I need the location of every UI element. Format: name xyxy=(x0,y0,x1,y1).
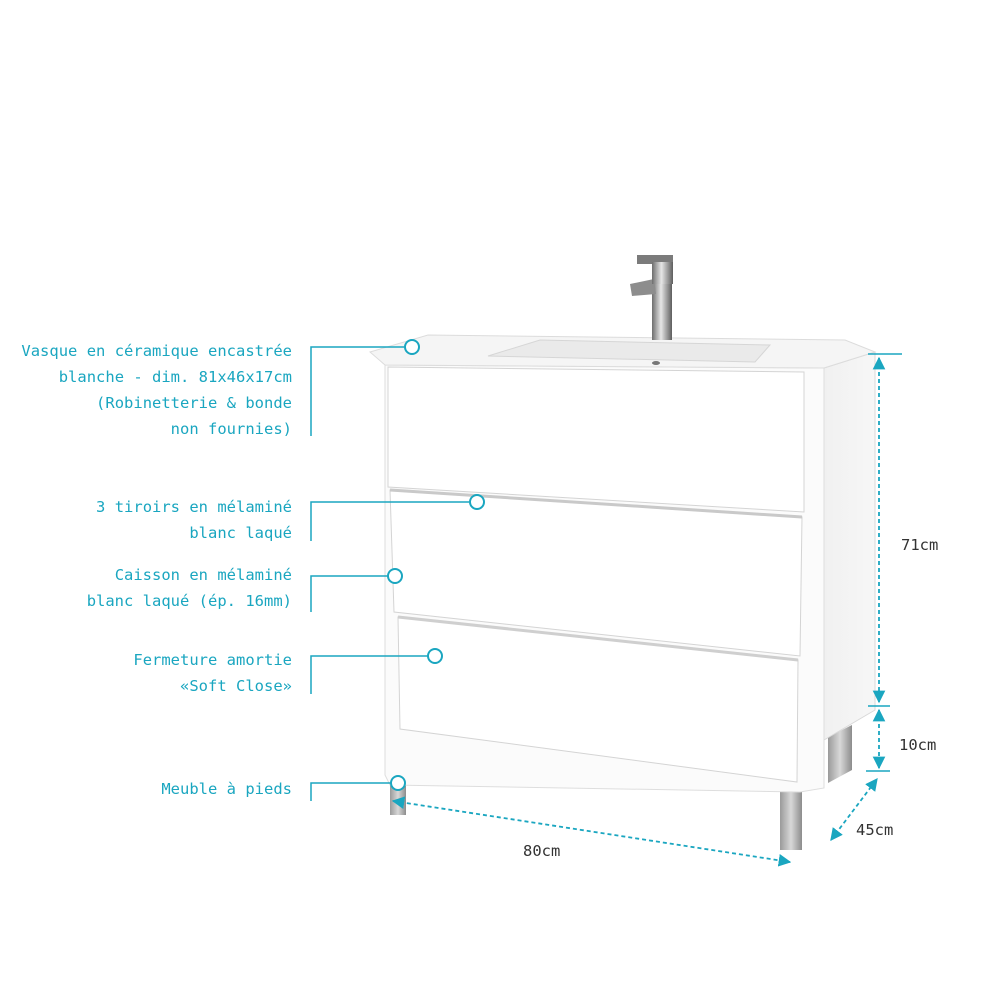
dimension-height-cabinet: 71cm xyxy=(901,536,939,554)
annotation-fermeture: Fermeture amortie «Soft Close» xyxy=(133,647,292,699)
annotation-line: non fournies) xyxy=(170,420,292,438)
annotation-line: 3 tiroirs en mélaminé xyxy=(96,498,292,516)
annotation-line: Caisson en mélaminé xyxy=(114,566,292,584)
annotation-line: Meuble à pieds xyxy=(161,780,292,798)
annotation-vasque: Vasque en céramique encastrée blanche - … xyxy=(21,338,292,442)
annotation-pieds: Meuble à pieds xyxy=(161,776,292,802)
dimension-depth: 45cm xyxy=(856,821,894,839)
annotation-line: blanc laqué xyxy=(189,524,292,542)
marker-pieds xyxy=(390,775,406,791)
dimension-width: 80cm xyxy=(523,842,561,860)
annotation-line: blanche - dim. 81x46x17cm xyxy=(58,368,292,386)
connector-tiroirs xyxy=(310,501,469,541)
connector-caisson xyxy=(310,575,388,612)
annotation-line: blanc laqué (ép. 16mm) xyxy=(86,592,292,610)
leg-back-right xyxy=(828,725,852,783)
dimension-line-depth xyxy=(830,777,878,842)
marker-tiroirs xyxy=(469,494,485,510)
leg-front-right xyxy=(780,790,802,850)
annotation-line: Fermeture amortie xyxy=(133,651,292,669)
connector-pieds xyxy=(310,782,395,801)
faucet-icon xyxy=(630,255,673,340)
annotation-connectors xyxy=(310,346,469,801)
annotation-markers xyxy=(387,339,485,791)
drawer-top xyxy=(387,366,805,513)
tap-hole xyxy=(652,361,660,365)
dimension-height-feet: 10cm xyxy=(899,736,937,754)
annotation-line: (Robinetterie & bonde xyxy=(96,394,292,412)
marker-caisson xyxy=(387,568,403,584)
marker-vasque xyxy=(404,339,420,355)
annotation-tiroirs: 3 tiroirs en mélaminé blanc laqué xyxy=(96,494,292,546)
annotation-line: Vasque en céramique encastrée xyxy=(21,342,292,360)
connector-vasque xyxy=(310,346,404,436)
marker-fermeture xyxy=(427,648,443,664)
dimension-lines xyxy=(391,356,886,867)
basin-bowl xyxy=(487,339,772,363)
annotation-line: «Soft Close» xyxy=(180,677,292,695)
connector-fermeture xyxy=(310,655,428,694)
dimension-line-width xyxy=(391,796,792,867)
annotation-caisson: Caisson en mélaminé blanc laqué (ép. 16m… xyxy=(87,562,292,614)
drawers xyxy=(387,366,805,783)
